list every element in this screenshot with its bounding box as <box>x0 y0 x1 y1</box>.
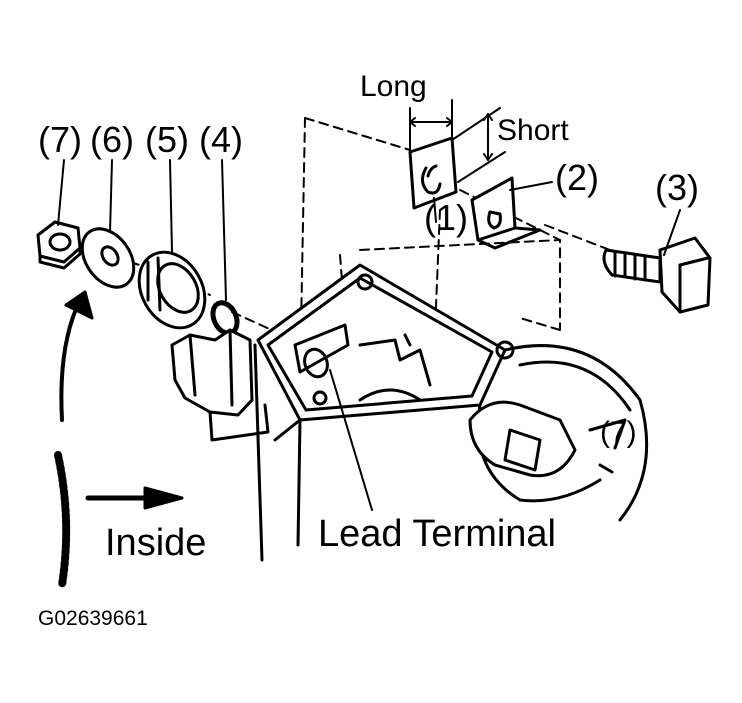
inside-label: Inside <box>105 522 207 564</box>
part-label-4: (4) <box>199 119 243 160</box>
part-5-grommet <box>137 250 207 330</box>
part-label-7: (7) <box>38 119 82 160</box>
part-label-3: (3) <box>655 167 699 208</box>
part-label-1: (1) <box>424 197 468 238</box>
grommet-profile <box>54 451 71 589</box>
part-6-washer <box>80 227 136 289</box>
part-2-bracket <box>470 176 542 250</box>
long-dimension-label: Long <box>360 70 427 103</box>
part-1-plate <box>408 136 458 210</box>
leader-lines <box>57 159 681 511</box>
figure-id: G02639661 <box>38 607 148 630</box>
lead-terminal-label: Lead Terminal <box>318 513 557 555</box>
connector-body <box>170 328 270 562</box>
part-3-bolt <box>602 236 712 314</box>
short-dimension-label: Short <box>497 114 569 147</box>
housing <box>256 263 649 547</box>
part-label-2: (2) <box>555 157 599 198</box>
dimension-lines <box>409 99 506 183</box>
part-label-7-housing: (7) <box>600 416 637 449</box>
curved-arrow <box>59 290 94 422</box>
part-4-oring <box>210 300 240 336</box>
part-label-6: (6) <box>90 119 134 160</box>
inside-arrow <box>85 486 184 510</box>
part-7-nut <box>36 220 82 270</box>
part-label-5: (5) <box>145 119 189 160</box>
